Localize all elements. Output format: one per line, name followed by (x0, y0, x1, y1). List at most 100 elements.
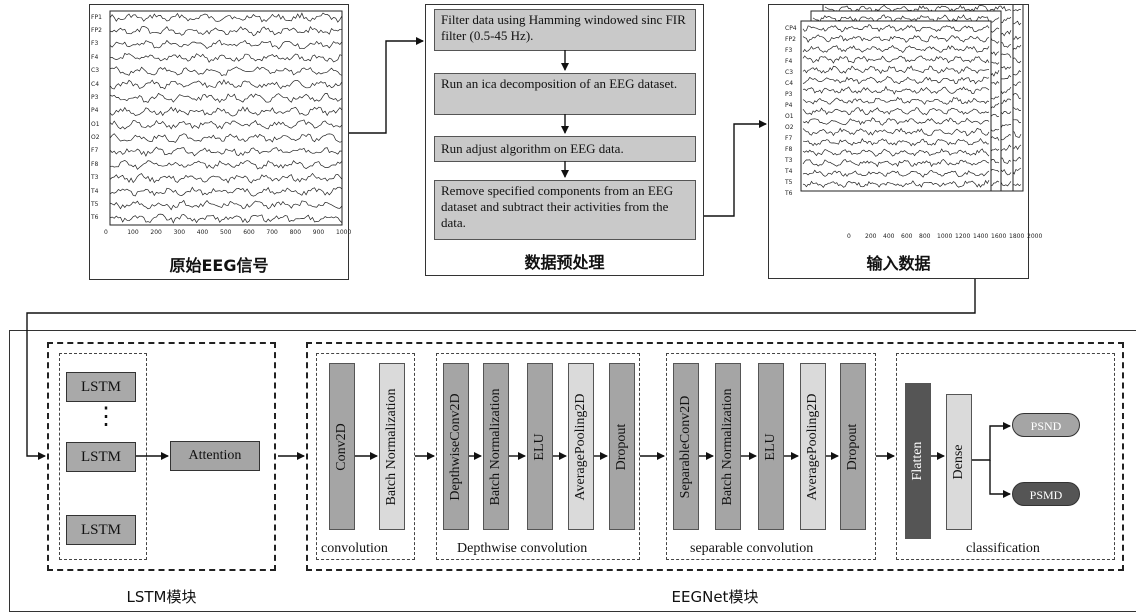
raw-x-tick: 1000 (336, 229, 352, 236)
input-channel-label: F8 (785, 146, 793, 153)
raw-channel-label: T6 (91, 214, 99, 222)
eeg-trace (802, 148, 990, 157)
input-x-tick: 1800 (1009, 233, 1025, 240)
input-channel-label: T6 (785, 190, 793, 197)
lstm-dots: ⋮ (94, 404, 118, 430)
raw-x-tick: 0 (104, 229, 108, 236)
eeg-trace (109, 92, 343, 104)
dense-layer: Dense (946, 394, 972, 530)
classification-block-label: classification (966, 541, 1040, 556)
eegnet-module (306, 342, 1124, 571)
step-adjust: Run adjust algorithm on EEG data. (434, 136, 696, 162)
eeg-trace (109, 52, 343, 63)
input-channel-label: O1 (785, 113, 794, 120)
eeg-trace (802, 117, 990, 126)
eeg-trace (802, 96, 990, 105)
input-channel-label: T4 (785, 168, 793, 175)
eeg-trace (109, 106, 343, 117)
depthwise-elu-layer: ELU (527, 363, 553, 530)
lstm-cell-bottom: LSTM (66, 515, 136, 545)
eeg-trace (824, 5, 1012, 14)
eeg-trace (802, 137, 990, 147)
conv-batchnorm-layer: Batch Normalization (379, 363, 405, 530)
raw-x-tick: 900 (312, 229, 325, 236)
raw-channel-label: T5 (91, 200, 99, 208)
eeg-trace (109, 39, 343, 50)
raw-channel-label: F4 (91, 53, 99, 61)
eeg-trace (812, 14, 1000, 23)
raw-channel-label: C3 (91, 67, 100, 75)
raw-x-tick: 100 (127, 229, 139, 236)
flatten-layer: Flatten (905, 383, 931, 539)
depthwise-block (436, 353, 640, 560)
input-stacked-plots (800, 5, 1024, 192)
separableconv2d-layer: SeparableConv2D (673, 363, 699, 530)
eeg-trace (109, 146, 343, 157)
eeg-trace (802, 44, 990, 54)
raw-channel-label: F8 (91, 160, 99, 168)
raw-channel-label: F3 (91, 40, 99, 48)
eeg-trace (109, 79, 343, 90)
model-frame (9, 330, 1136, 612)
lstm-cell-middle: LSTM (66, 442, 136, 472)
arrow-preprocess-to-input (704, 120, 767, 217)
lstm-cell-top: LSTM (66, 372, 136, 402)
raw-channel-label: F7 (91, 147, 99, 155)
eegnet-module-caption: EEGNet模块 (671, 588, 759, 606)
lstm-module-caption: LSTM模块 (126, 588, 197, 606)
input-channel-label: C4 (785, 80, 794, 87)
raw-x-tick: 300 (173, 229, 186, 236)
input-x-tick: 400 (883, 233, 895, 240)
depthwise-avgpool-layer: AveragePooling2D (568, 363, 594, 530)
raw-x-tick: 200 (150, 229, 162, 236)
eeg-trace (109, 186, 343, 197)
input-channel-label: CP4 (785, 25, 797, 32)
psnd-output: PSND (1012, 413, 1080, 437)
raw-x-tick: 800 (289, 229, 302, 236)
depthwiseconv2d-layer: DepthwiseConv2D (443, 363, 469, 530)
raw-channel-label: P3 (91, 93, 99, 101)
input-x-tick: 0 (847, 233, 851, 240)
input-channel-label: FP2 (785, 36, 796, 43)
step-filter: Filter data using Hamming windowed sinc … (434, 9, 696, 51)
raw-x-tick: 500 (220, 229, 232, 236)
eeg-trace (802, 76, 990, 85)
eeg-trace (802, 107, 990, 116)
input-x-tick: 1200 (955, 233, 971, 240)
input-channel-label: T3 (785, 157, 793, 164)
eeg-trace (109, 25, 342, 37)
raw-eeg-traces (109, 12, 343, 224)
eeg-trace (109, 172, 343, 184)
depthwise-batchnorm-layer: Batch Normalization (483, 363, 509, 530)
raw-eeg-caption: 原始EEG信号 (169, 256, 269, 275)
eeg-trace (802, 55, 990, 64)
input-channel-label: T5 (785, 179, 793, 186)
raw-channel-label: C4 (91, 80, 100, 88)
eeg-trace (802, 179, 990, 188)
input-channel-label: F4 (785, 58, 793, 65)
raw-x-tick: 400 (196, 229, 209, 236)
conv-block (316, 353, 415, 560)
input-x-tick: 800 (919, 233, 931, 240)
eeg-trace (109, 133, 343, 143)
raw-channel-label: O1 (91, 120, 100, 128)
depthwise-dropout-layer: Dropout (609, 363, 635, 530)
lstm-module (47, 342, 276, 571)
raw-x-tick: 700 (266, 229, 278, 236)
raw-eeg-plot (109, 10, 343, 226)
input-channel-label: F7 (785, 135, 793, 142)
eeg-trace (802, 169, 990, 178)
eeg-trace (109, 160, 343, 170)
conv-block-label: convolution (321, 541, 388, 556)
separable-dropout-layer: Dropout (840, 363, 866, 530)
separable-avgpool-layer: AveragePooling2D (800, 363, 826, 530)
eeg-trace (109, 199, 343, 211)
separable-elu-layer: ELU (758, 363, 784, 530)
eeg-trace (109, 213, 343, 224)
input-channel-label: P3 (785, 91, 793, 98)
eeg-trace (802, 24, 990, 33)
step-remove: Remove specified components from an EEG … (434, 180, 696, 240)
raw-channel-label: P4 (91, 107, 99, 115)
conv2d-layer: Conv2D (329, 363, 355, 530)
